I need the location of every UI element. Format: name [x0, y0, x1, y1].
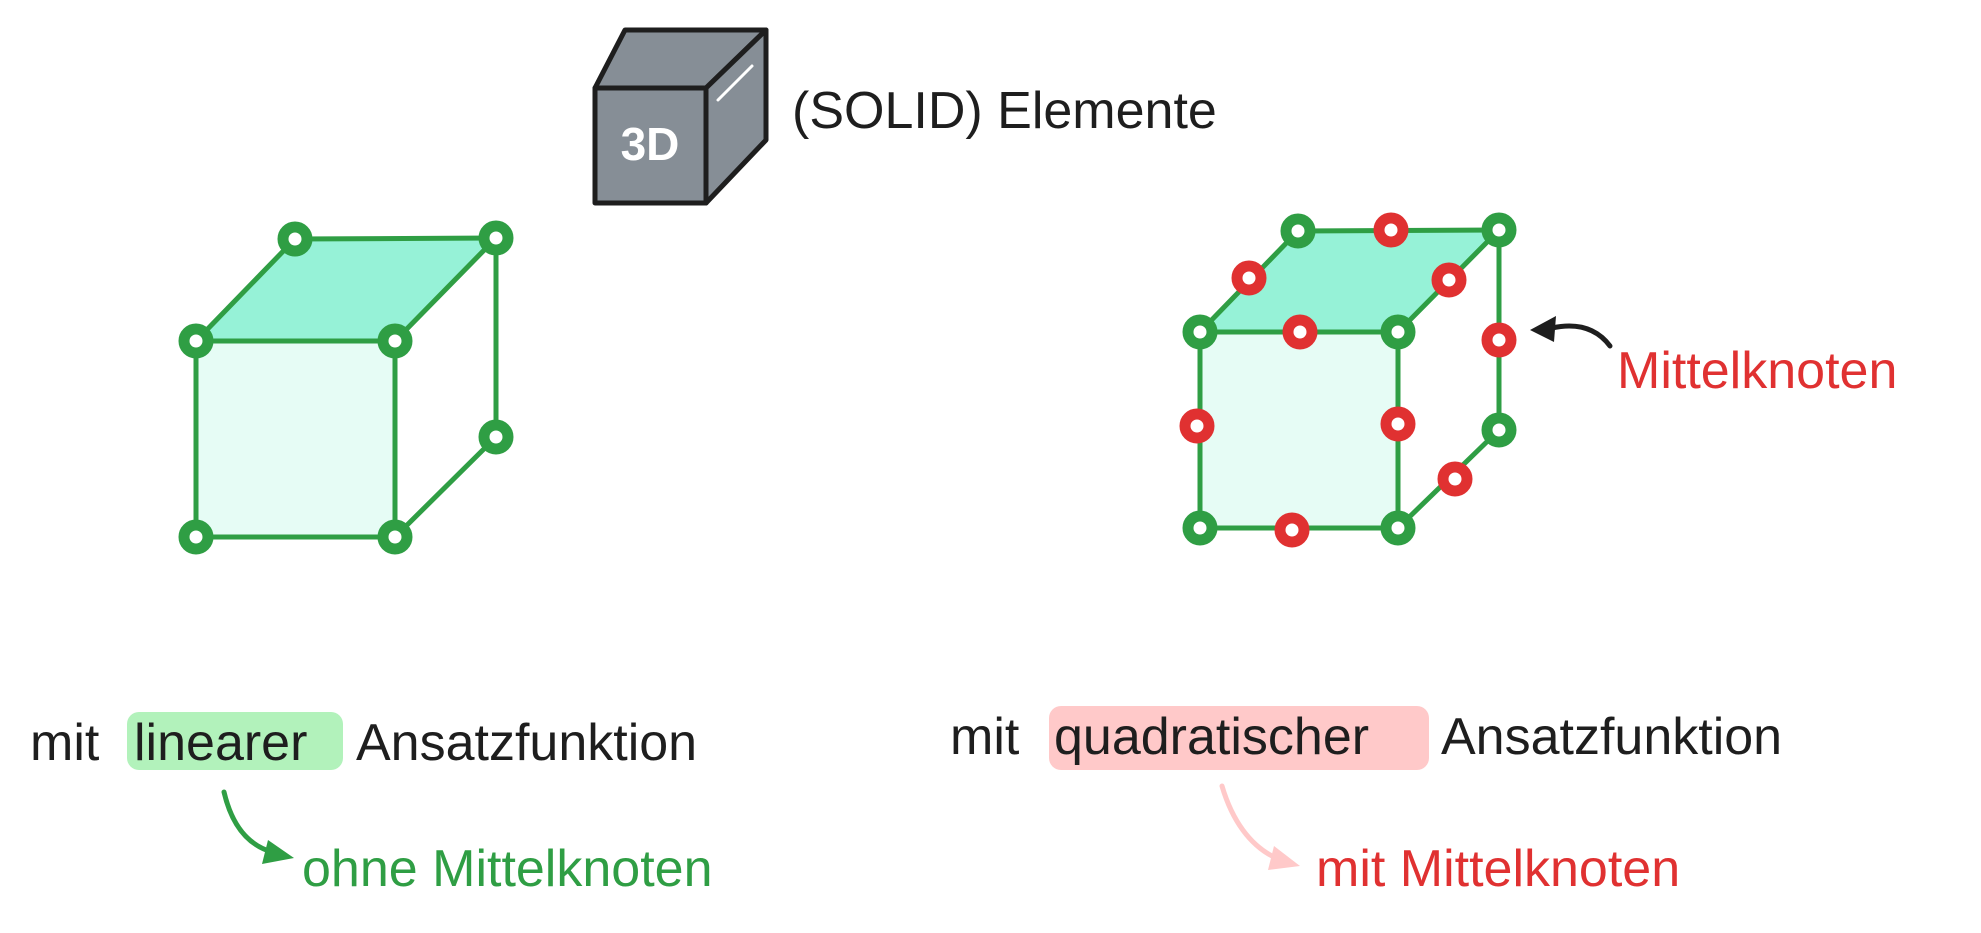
- node-mid: [1373, 212, 1409, 248]
- node-corner: [277, 221, 313, 257]
- left-caption: mit linearer Ansatzfunktion: [30, 714, 697, 772]
- corner-nodes: [1182, 212, 1517, 546]
- top-face: [196, 238, 496, 341]
- right-caption-prefix: mit: [950, 708, 1020, 766]
- front-face: [196, 341, 395, 537]
- right-caption-suffix: Ansatzfunktion: [1441, 708, 1782, 766]
- mid-node-callout: Mittelknoten: [1617, 342, 1897, 400]
- right-caption-highlight: quadratischer: [1054, 708, 1369, 766]
- left-caption-prefix: mit: [30, 714, 100, 772]
- linear-element-cube: [178, 220, 514, 555]
- node-corner: [1481, 212, 1517, 248]
- cube-3d-icon: 3D: [592, 27, 769, 206]
- mid-nodes: [1179, 212, 1517, 548]
- node-corner: [478, 220, 514, 256]
- node-corner: [1280, 213, 1316, 249]
- corner-nodes: [178, 220, 514, 555]
- node-mid: [1481, 322, 1517, 358]
- node-corner: [178, 519, 214, 555]
- left-caption-suffix: Ansatzfunktion: [356, 714, 697, 772]
- node-mid: [1231, 260, 1267, 296]
- quadratic-element-cube: [1179, 212, 1517, 548]
- highlight-linearer: [127, 712, 343, 770]
- left-caption-highlight: linearer: [134, 714, 307, 772]
- right-note: mit Mittelknoten: [1316, 840, 1680, 898]
- highlight-quadratischer: [1049, 706, 1429, 770]
- node-mid: [1380, 406, 1416, 442]
- right-caption: mit quadratischer Ansatzfunktion: [950, 708, 1782, 766]
- node-mid: [1437, 461, 1473, 497]
- node-mid: [1282, 314, 1318, 350]
- cube-icon-label: 3D: [621, 118, 680, 170]
- arrow-icon: [1219, 783, 1300, 870]
- left-note: ohne Mittelknoten: [302, 840, 713, 898]
- front-face: [1200, 332, 1398, 528]
- node-mid: [1274, 512, 1310, 548]
- arrow-icon: [221, 789, 294, 864]
- node-corner: [1182, 314, 1218, 350]
- cube-edges: [193, 235, 499, 540]
- node-corner: [377, 323, 413, 359]
- node-corner: [377, 519, 413, 555]
- node-corner: [1182, 510, 1218, 546]
- node-corner: [1380, 314, 1416, 350]
- node-mid: [1431, 262, 1467, 298]
- node-corner: [1380, 510, 1416, 546]
- node-mid: [1179, 408, 1215, 444]
- node-corner: [478, 419, 514, 455]
- node-corner: [178, 323, 214, 359]
- node-corner: [1481, 412, 1517, 448]
- arrow-icon: [1530, 316, 1613, 349]
- page-title: (SOLID) Elemente: [792, 82, 1217, 140]
